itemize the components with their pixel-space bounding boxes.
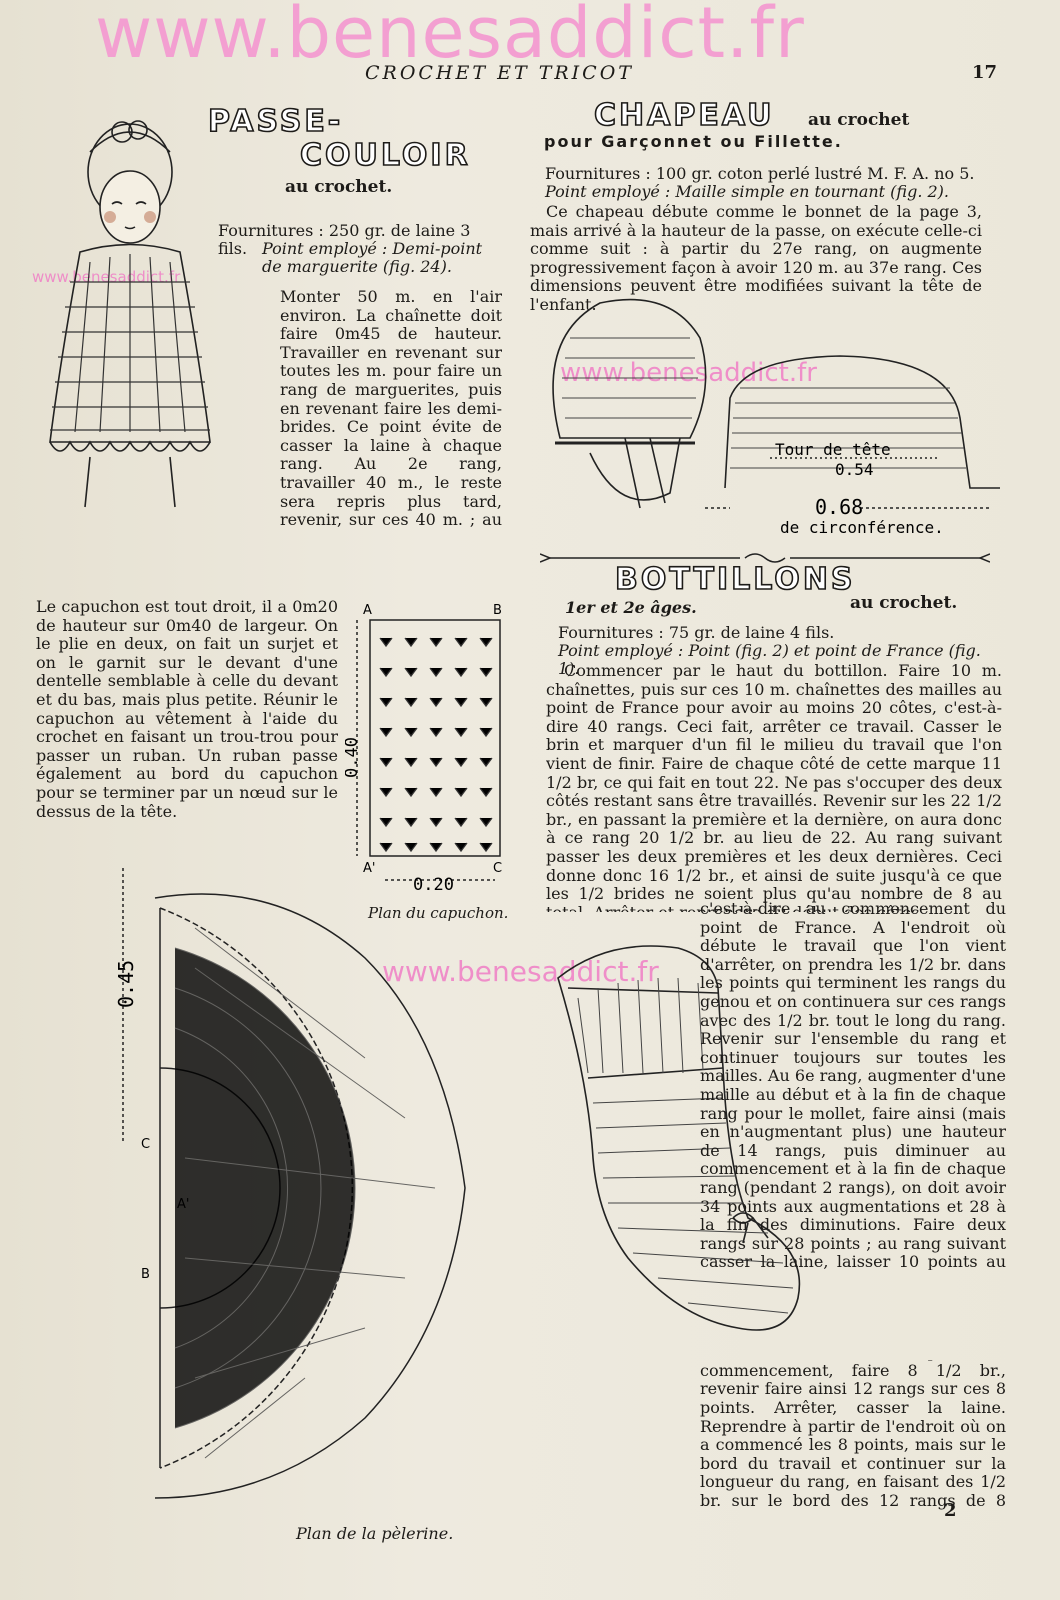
capuchon-height-label: 0.40 [345,737,362,778]
chapeau-para-block: Ce chapeau débute comme le bonnet de la … [530,203,982,321]
bottillons-subtitle: au crochet. [850,593,958,613]
passe-para2-block: Le capuchon est tout droit, il a 0m20 de… [36,598,338,840]
chapeau-point: Point employé : Maille simple en tournan… [545,182,950,201]
watermark-middle: www.benesaddict.fr [560,358,817,388]
plan-pelerine-diagram: 0.45 C A' B [105,858,485,1518]
chapeau-subtitle: pour Garçonnet ou Fillette. [544,132,843,151]
bottillons-fournitures: Fournitures : 75 gr. de laine 4 fils. [558,623,835,642]
circonference-value: 0.68 [815,495,863,519]
capuchon-width-label: 0.20 [413,875,454,895]
caption-capuchon: Plan du capuchon. [368,904,509,922]
chapeau-title: CHAPEAU [593,97,775,134]
bottillons-para2-block: c'est-à-dire au commencement du point de… [700,900,1006,1270]
chapeau-title-suffix: au crochet [808,110,910,130]
girl-cape-illustration [30,112,220,512]
circonference-label: de circonférence. [780,518,944,534]
passe-title-line1: PASSE- [207,103,344,140]
passe-para1-top: Monter 50 m. en l'air environ. La chaîne… [280,288,502,528]
tour-de-tete-value: 0.54 [835,460,874,479]
passe-fournitures: Fournitures : 250 gr. de laine 3 fils. [218,221,471,258]
chapeau-fournitures: Fournitures : 100 gr. coton perlé lustré… [545,164,975,183]
chapeau-illustration: Tour de tête 0.54 0.68 de circonférence. [530,278,1000,534]
bottillons-para2: c'est-à-dire au commencement du point de… [700,900,1006,1270]
passe-subtitle: au crochet. [285,177,393,197]
watermark-lower: www.benesaddict.fr [382,955,659,988]
capuchon-letter-a-prime: A' [363,861,375,876]
tour-de-tete-label: Tour de tête [775,440,891,459]
pelerine-letter-a-prime: A' [177,1197,189,1212]
bottillons-para1: Commencer par le haut du bottillon. Fair… [546,662,1002,912]
bottillons-continuation: c'est-à-dire au commencement du point de… [560,1360,1006,1510]
passe-para2: Le capuchon est tout droit, il a 0m20 de… [36,598,338,821]
page-number: 17 [972,62,998,83]
capuchon-letter-c: C [493,861,502,876]
watermark-top: www.benesaddict.fr [95,0,805,74]
bottillons-para2-overflow: c'est-à-dire au commencement du point de… [700,1360,1006,1510]
pelerine-height-label: 0.45 [114,960,138,1008]
passe-point: Point employé : Demi-point de marguerite… [262,239,483,276]
capuchon-letter-b: B [493,603,502,618]
pelerine-letter-b: B [141,1267,150,1282]
bottillons-ages: 1er et 2e âges. [565,598,697,617]
capuchon-letter-a: A [363,603,372,618]
section-divider [540,550,990,566]
caption-pelerine: Plan de la pèlerine. [296,1524,454,1543]
plan-capuchon-diagram: A B A' C 0.40 0.20 [345,598,510,898]
bottillons-point: Point employé : Point (fig. 2) et point … [558,641,981,678]
page-signature: 2 [944,1500,957,1521]
bottillons-title: BOTTILLONS [614,561,856,598]
bottillons-para1-block: Commencer par le haut du bottillon. Fair… [546,662,1002,912]
passe-title-line2: COULOIR [299,137,471,174]
pelerine-letter-c: C [141,1137,150,1152]
passe-para1: Monter 50 m. en l'air environ. La chaîne… [280,288,502,528]
chapeau-para: Ce chapeau débute comme le bonnet de la … [530,203,982,314]
bootie-illustration [548,918,818,1358]
running-title: CROCHET ET TRICOT [365,62,634,84]
